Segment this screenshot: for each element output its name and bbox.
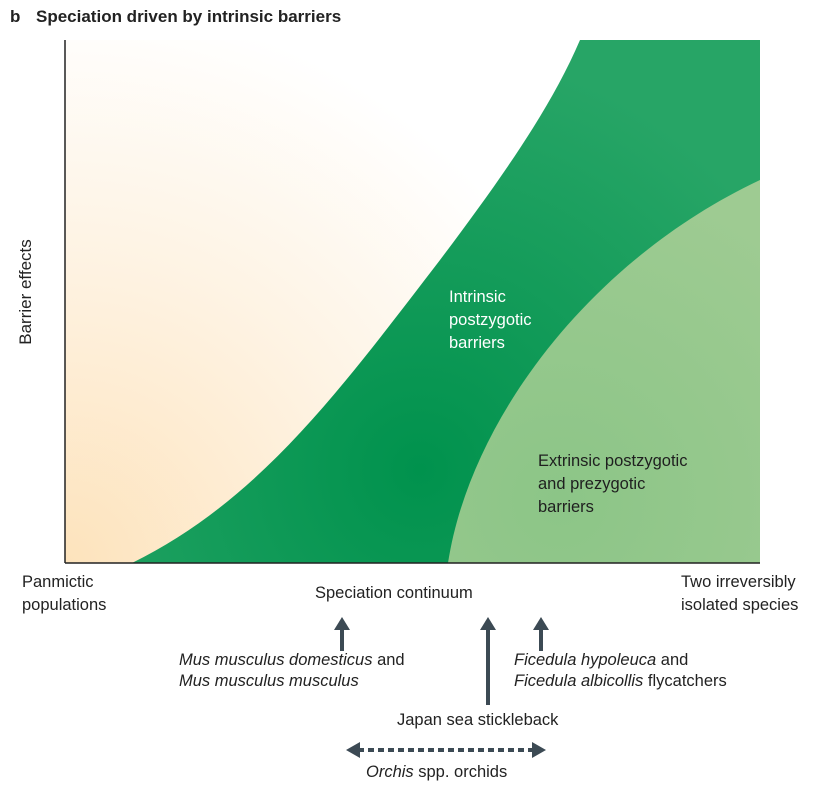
ficedula-arrow <box>533 617 549 651</box>
intrinsic-region-label: Intrinsic postzygotic barriers <box>449 286 532 355</box>
stickleback-arrow <box>480 617 496 705</box>
ficedula-line1-italic: Ficedula hypoleuca <box>514 651 657 669</box>
intrinsic-label-line-3: barriers <box>449 334 505 352</box>
right-label-line-1: Two irreversibly <box>681 573 796 591</box>
extrinsic-label-line-1: Extrinsic postzygotic <box>538 452 688 470</box>
panel-letter: b <box>10 7 21 26</box>
x-axis-center-label: Speciation continuum <box>315 584 473 602</box>
x-axis-left-label: Panmictic populations <box>22 571 106 617</box>
orchis-range-arrow <box>346 742 546 758</box>
figure-title: Speciation driven by intrinsic barriers <box>36 7 342 26</box>
mus-line1-italic: Mus musculus domesticus <box>179 651 373 669</box>
extrinsic-label-line-3: barriers <box>538 498 594 516</box>
orchis-example-label: Orchis spp. orchids <box>366 762 507 783</box>
left-label-line-2: populations <box>22 596 107 614</box>
mus-line2-italic: Mus musculus musculus <box>179 672 359 690</box>
mus-arrow <box>334 617 350 651</box>
right-label-line-2: isolated species <box>681 596 799 614</box>
mus-example-label: Mus musculus domesticus and Mus musculus… <box>179 650 405 692</box>
intrinsic-label-line-2: postzygotic <box>449 311 532 329</box>
orchis-italic: Orchis <box>366 763 414 781</box>
mus-line1-plain: and <box>372 651 405 669</box>
x-axis-right-label: Two irreversibly isolated species <box>681 571 798 617</box>
ficedula-example-label: Ficedula hypoleuca and Ficedula albicoll… <box>514 650 727 692</box>
stickleback-example-label: Japan sea stickleback <box>397 711 559 729</box>
extrinsic-barriers-region <box>448 180 760 563</box>
ficedula-line2-plain: flycatchers <box>643 672 727 690</box>
orchis-plain: spp. orchids <box>413 763 508 781</box>
extrinsic-label-line-2: and prezygotic <box>538 475 646 493</box>
left-label-line-1: Panmictic <box>22 573 94 591</box>
intrinsic-label-line-1: Intrinsic <box>449 288 506 306</box>
ficedula-line1-plain: and <box>656 651 689 669</box>
extrinsic-region-label: Extrinsic postzygotic and prezygotic bar… <box>538 450 687 519</box>
y-axis-label: Barrier effects <box>16 239 35 345</box>
ficedula-line2-italic: Ficedula albicollis <box>514 672 644 690</box>
